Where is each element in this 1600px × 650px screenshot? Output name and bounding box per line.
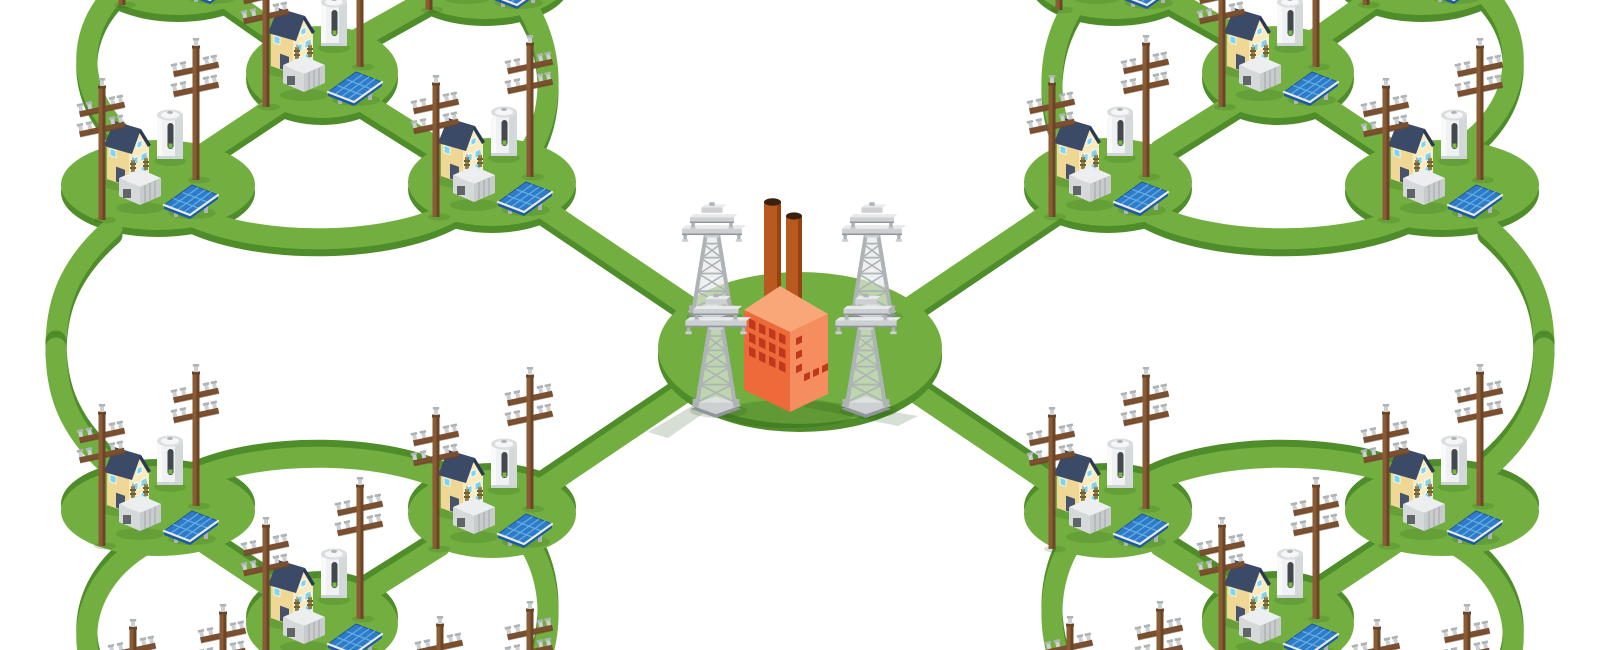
central-power-plant: [680, 198, 909, 428]
microgrid-node-partial: [108, 604, 247, 650]
microgrid-node-partial: [1352, 604, 1491, 650]
microgrid-node-partial: [415, 601, 554, 650]
